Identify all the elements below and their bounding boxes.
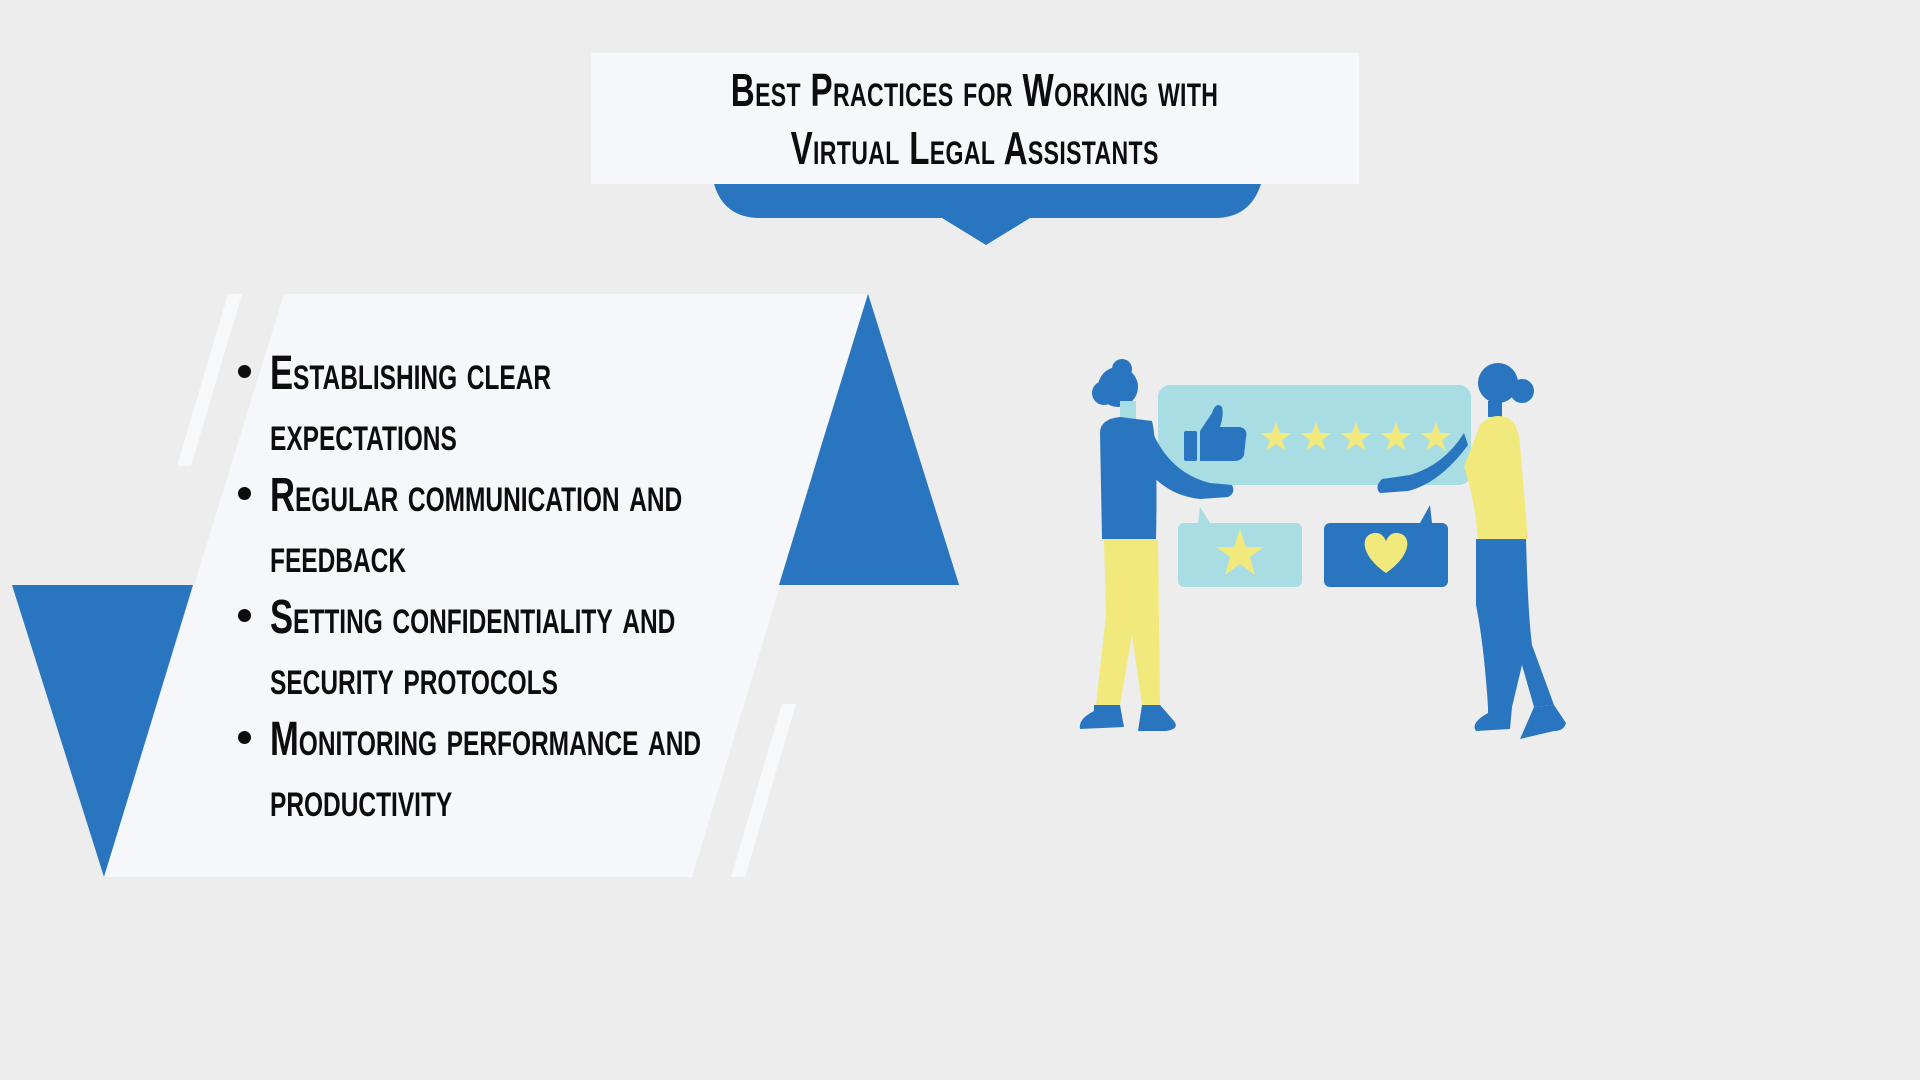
list-item: Establishing clear expectations: [228, 343, 868, 465]
best-practices-list: Establishing clear expectations Regular …: [228, 343, 868, 831]
title-line-1: Best Practices for Working with: [731, 63, 1219, 116]
heart-icon: [1364, 532, 1408, 573]
star-icon: [1340, 422, 1372, 451]
sliver-top: [177, 294, 242, 466]
thumbs-up-icon: [1184, 405, 1247, 461]
list-item-text: Regular communication and feedback: [270, 469, 683, 583]
blue-down-triangle: [12, 585, 193, 877]
bullet-icon: [238, 487, 251, 500]
list-item: Monitoring performance and productivity: [228, 709, 868, 831]
bullet-icon: [238, 365, 251, 378]
star-icon: [1420, 422, 1452, 451]
bullet-icon: [238, 609, 251, 622]
star-icon: [1216, 529, 1264, 575]
text-panel: [104, 294, 868, 877]
sliver-bottom: [731, 704, 796, 877]
star-icon: [1300, 422, 1332, 451]
person-right: [1377, 363, 1566, 739]
bullet-icon: [238, 731, 251, 744]
list-item: Setting confidentiality and security pro…: [228, 587, 868, 709]
title-line-2: Virtual Legal Assistants: [790, 121, 1160, 174]
list-item: Regular communication and feedback: [228, 465, 868, 587]
list-item-text: Setting confidentiality and security pro…: [270, 591, 676, 705]
star-icon: [1260, 422, 1292, 451]
star-icon: [1380, 422, 1412, 451]
list-item-text: Monitoring performance and productivity: [270, 713, 702, 827]
title-tab-shape: [714, 184, 1261, 245]
person-left: [1079, 359, 1234, 731]
list-item-text: Establishing clear expectations: [270, 347, 552, 461]
review-illustration: [1079, 359, 1566, 739]
title-box: Best Practices for Working with Virtual …: [591, 53, 1359, 184]
stars-rating: [1260, 422, 1452, 451]
